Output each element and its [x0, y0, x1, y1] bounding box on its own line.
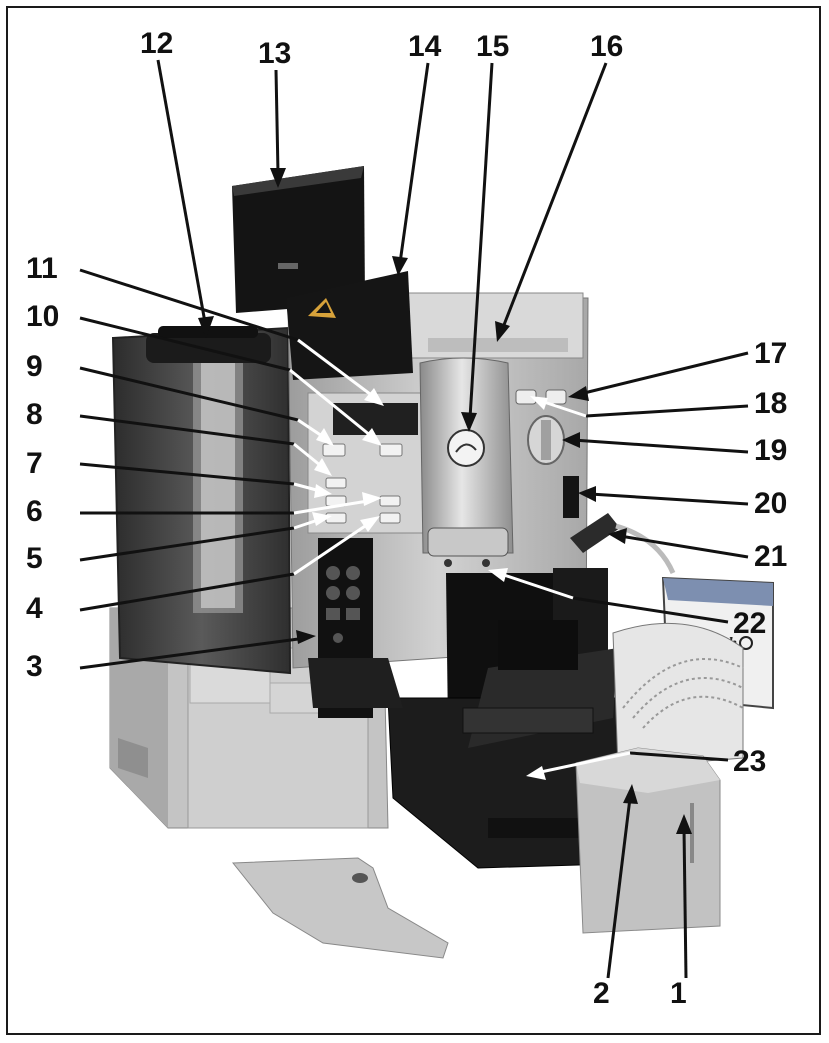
- leader-8: [79, 414, 295, 446]
- callout-4: 4: [26, 592, 43, 625]
- coffee-machine-illustration: Milch 12 13 14 15 16 11 10 9 8 7 6 5 4 3…: [26, 27, 787, 1010]
- arrowhead-18: [530, 396, 548, 410]
- callout-9: 9: [26, 350, 43, 383]
- arrowhead-3: [296, 630, 316, 644]
- callout-2: 2: [593, 977, 610, 1010]
- leader-15: [468, 62, 494, 419]
- coffee-spout-column: [419, 357, 514, 567]
- arrowhead-19: [562, 432, 580, 448]
- arrowhead-5: [312, 512, 332, 526]
- leader-4-inner: [293, 518, 375, 576]
- arrowhead-17: [568, 386, 589, 401]
- bean-container-lid: [232, 166, 365, 313]
- leader-14: [398, 62, 430, 264]
- arrowhead-22: [488, 568, 508, 582]
- leader-7: [79, 462, 295, 486]
- leader-20: [589, 492, 749, 506]
- leader-6-inner: [293, 498, 375, 515]
- arrowhead-12: [198, 316, 214, 338]
- leader-23-inner: [535, 751, 631, 775]
- water-tank: [111, 326, 292, 675]
- arrowhead-20: [578, 486, 596, 502]
- arrowhead-16: [495, 321, 510, 342]
- arrowhead-2: [623, 784, 638, 804]
- callout-5: 5: [26, 542, 43, 575]
- leader-18: [585, 404, 749, 418]
- arrowhead-8: [314, 458, 332, 476]
- callout-23: 23: [733, 745, 766, 778]
- leader-10: [79, 316, 291, 372]
- arrowhead-11: [364, 388, 384, 406]
- callout-21: 21: [754, 540, 787, 573]
- leader-17: [579, 351, 749, 396]
- milk-tube: [615, 523, 676, 575]
- callout-16: 16: [590, 30, 623, 63]
- powder-funnel-lid: [286, 271, 413, 380]
- arrowhead-21: [608, 528, 627, 544]
- callout-3: 3: [26, 650, 43, 683]
- leader-11-inner: [297, 338, 379, 402]
- callout-labels: 12 13 14 15 16 11 10 9 8 7 6 5 4 3 17 18…: [26, 27, 787, 1010]
- callout-8: 8: [26, 398, 43, 431]
- cup-tray-insert: [231, 857, 449, 959]
- arrowhead-4: [360, 516, 380, 532]
- callout-1: 1: [670, 977, 687, 1010]
- callout-19: 19: [754, 434, 787, 467]
- callout-11: 11: [26, 252, 58, 285]
- callout-22: 22: [733, 607, 766, 640]
- callout-18: 18: [754, 387, 787, 420]
- figure-frame: Milch 12 13 14 15 16 11 10 9 8 7 6 5 4 3…: [6, 6, 821, 1035]
- leader-1: [682, 827, 688, 979]
- leader-19: [572, 438, 749, 454]
- callout-6: 6: [26, 495, 43, 528]
- callout-20: 20: [754, 487, 787, 520]
- leader-5: [79, 526, 295, 562]
- leader-3: [79, 636, 307, 670]
- arrowhead-13: [270, 168, 286, 188]
- callout-14: 14: [408, 30, 442, 63]
- leader-2: [606, 797, 632, 979]
- leader-10-inner: [289, 368, 377, 442]
- leader-16: [500, 62, 608, 331]
- arrowhead-6: [362, 492, 382, 506]
- callout-10: 10: [26, 300, 59, 333]
- leader-11: [79, 268, 299, 342]
- leader-9: [79, 366, 299, 422]
- callout-17: 17: [754, 337, 787, 370]
- callout-13: 13: [258, 37, 291, 70]
- grounds-container: [575, 622, 744, 934]
- leader-23: [629, 751, 729, 762]
- arrowhead-15: [461, 412, 477, 432]
- arrowhead-1: [676, 814, 692, 834]
- callout-15: 15: [476, 30, 509, 63]
- arrowhead-14: [392, 256, 408, 276]
- leader-13: [274, 69, 280, 174]
- arrowhead-23: [526, 766, 546, 780]
- leader-lines: [79, 59, 749, 979]
- callout-12: 12: [140, 27, 173, 60]
- arrowhead-9: [316, 428, 334, 446]
- leader-22: [572, 596, 729, 624]
- leader-22-inner: [497, 571, 574, 600]
- arrowhead-10: [362, 428, 382, 446]
- leader-4: [79, 572, 295, 612]
- callout-7: 7: [26, 447, 43, 480]
- leader-21: [619, 534, 749, 559]
- arrowhead-7: [314, 484, 332, 498]
- leader-12: [156, 59, 208, 329]
